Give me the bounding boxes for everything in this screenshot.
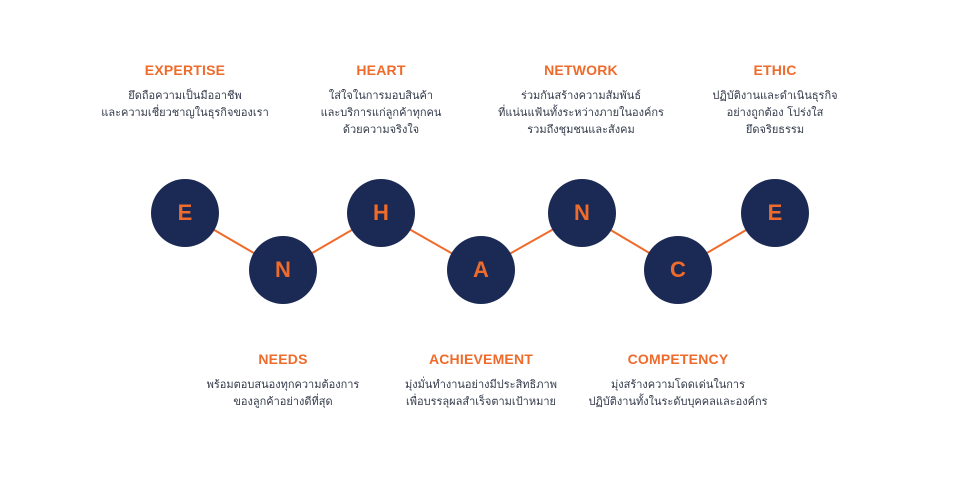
desc-line: ร่วมกันสร้างความสัมพันธ์ — [520, 89, 642, 102]
desc-line: มุ่งมั่นทำงานอย่างมีประสิทธิภาพ — [405, 378, 557, 391]
desc-line: และความเชี่ยวชาญในธุรกิจของเรา — [101, 106, 269, 119]
desc-line: รวมถึงชุมชนและสังคม — [527, 123, 635, 136]
heart-description: ใส่ใจในการมอบสินค้า และบริการแก่ลูกค้าทุ… — [271, 87, 491, 138]
desc-line: ของลูกค้าอย่างดีที่สุด — [233, 395, 333, 408]
desc-line: ที่แน่นแฟ้นทั้งระหว่างภายในองค์กร — [498, 106, 664, 119]
desc-line: พร้อมตอบสนองทุกความต้องการ — [206, 378, 360, 391]
desc-line: ปฏิบัติงานทั้งในระดับบุคคลและองค์กร — [588, 395, 768, 408]
node-h-heart: H — [347, 179, 415, 247]
network-description: ร่วมกันสร้างความสัมพันธ์ ที่แน่นแฟ้นทั้ง… — [471, 87, 691, 138]
achievement-description: มุ่งมั่นทำงานอย่างมีประสิทธิภาพ เพื่อบรร… — [371, 376, 591, 410]
achievement-block: ACHIEVEMENT มุ่งมั่นทำงานอย่างมีประสิทธิ… — [371, 351, 591, 410]
expertise-description: ยึดถือความเป็นมืออาชีพ และความเชี่ยวชาญใ… — [75, 87, 295, 121]
ethic-block: ETHIC ปฏิบัติงานและดำเนินธุรกิจ อย่างถูก… — [665, 62, 885, 138]
desc-line: ยึดจริยธรรม — [745, 123, 805, 136]
competency-title: COMPETENCY — [627, 351, 729, 367]
expertise-title: EXPERTISE — [144, 62, 226, 78]
desc-line: มุ่งสร้างความโดดเด่นในการ — [610, 378, 745, 391]
ethic-description: ปฏิบัติงานและดำเนินธุรกิจ อย่างถูกต้อง โ… — [665, 87, 885, 138]
expertise-block: EXPERTISE ยึดถือความเป็นมืออาชีพ และความ… — [75, 62, 295, 121]
desc-line: อย่างถูกต้อง โปร่งใส — [726, 106, 824, 119]
desc-line: ใส่ใจในการมอบสินค้า — [328, 89, 434, 102]
desc-line: ด้วยความจริงใจ — [342, 123, 420, 136]
achievement-title: ACHIEVEMENT — [428, 351, 534, 367]
heart-block: HEART ใส่ใจในการมอบสินค้า และบริการแก่ลู… — [271, 62, 491, 138]
competency-block: COMPETENCY มุ่งสร้างความโดดเด่นในการ ปฏิ… — [568, 351, 788, 410]
node-c-competency: C — [644, 236, 712, 304]
competency-description: มุ่งสร้างความโดดเด่นในการ ปฏิบัติงานทั้ง… — [568, 376, 788, 410]
node-e-expertise: E — [151, 179, 219, 247]
network-title: NETWORK — [544, 62, 618, 78]
needs-block: NEEDS พร้อมตอบสนองทุกความต้องการ ของลูกค… — [173, 351, 393, 410]
desc-line: ปฏิบัติงานและดำเนินธุรกิจ — [712, 89, 838, 102]
desc-line: เพื่อบรรลุผลสำเร็จตามเป้าหมาย — [406, 395, 556, 408]
desc-line: ยึดถือความเป็นมืออาชีพ — [128, 89, 242, 102]
network-block: NETWORK ร่วมกันสร้างความสัมพันธ์ ที่แน่น… — [471, 62, 691, 138]
heart-title: HEART — [356, 62, 406, 78]
needs-title: NEEDS — [258, 351, 308, 367]
node-n-network: N — [548, 179, 616, 247]
ethic-title: ETHIC — [753, 62, 797, 78]
needs-description: พร้อมตอบสนองทุกความต้องการ ของลูกค้าอย่า… — [173, 376, 393, 410]
node-a-achievement: A — [447, 236, 515, 304]
node-n-needs: N — [249, 236, 317, 304]
desc-line: และบริการแก่ลูกค้าทุกคน — [320, 106, 442, 119]
node-e-ethic: E — [741, 179, 809, 247]
